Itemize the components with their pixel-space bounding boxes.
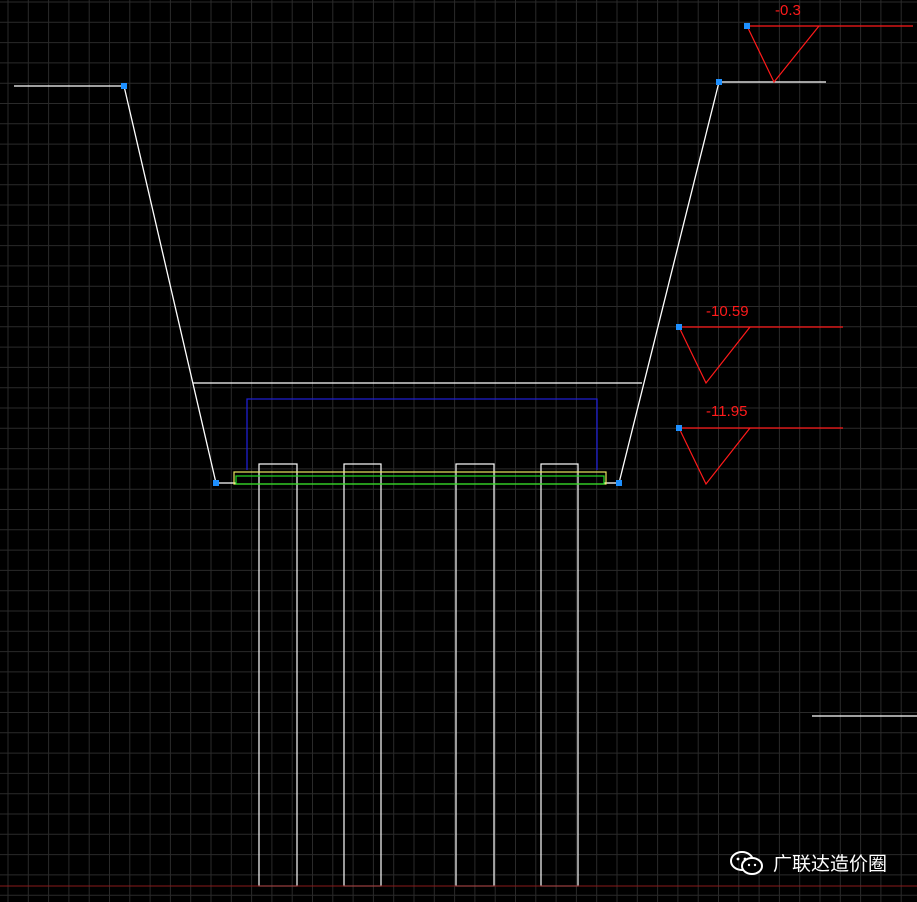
excavation-outline xyxy=(14,81,917,717)
grip-handle[interactable] xyxy=(744,23,750,29)
pile-1 xyxy=(258,463,298,887)
wechat-icon xyxy=(729,850,763,875)
pile-4 xyxy=(540,463,579,887)
cushion-yellow xyxy=(233,471,607,485)
grip-handle[interactable] xyxy=(213,480,219,486)
watermark: 广联达造价圈 xyxy=(729,849,887,876)
slope-right xyxy=(618,81,720,484)
grip-handle[interactable] xyxy=(616,480,622,486)
elevation-marker-mid[interactable]: -10.59 xyxy=(678,303,843,385)
grip-handles xyxy=(121,23,750,486)
elevation-label-top: -0.3 xyxy=(775,2,801,19)
grip-handle[interactable] xyxy=(121,83,127,89)
piles xyxy=(258,463,579,887)
grip-handle[interactable] xyxy=(716,79,722,85)
grip-handle[interactable] xyxy=(676,425,682,431)
elevation-label-mid: -10.59 xyxy=(706,303,749,320)
elevation-marker-top[interactable]: -0.3 xyxy=(746,2,913,84)
cushion-green xyxy=(235,475,605,485)
pile-2 xyxy=(343,463,382,887)
elevation-marker-low[interactable]: -11.95 xyxy=(678,403,843,486)
pile-cap-outline xyxy=(246,398,598,470)
slope-left xyxy=(123,85,217,484)
watermark-text: 广联达造价圈 xyxy=(772,853,887,875)
grip-handle[interactable] xyxy=(676,324,682,330)
elevation-label-low: -11.95 xyxy=(706,403,747,420)
